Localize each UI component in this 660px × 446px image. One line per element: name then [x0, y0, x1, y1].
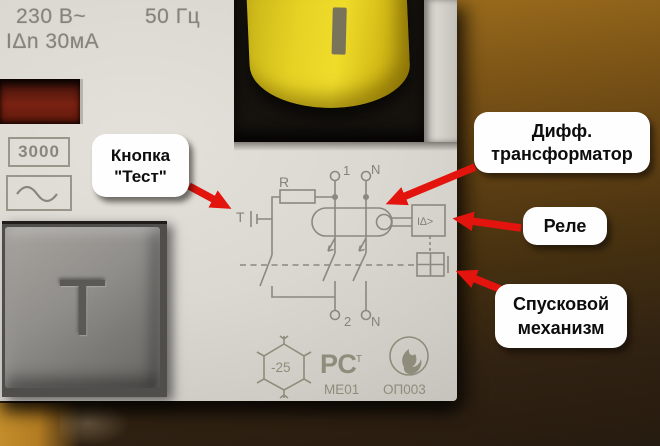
red-arrow-relay [452, 211, 522, 232]
certification-labels: -25 РС т МЕ01 ОП003 [271, 349, 426, 397]
terminal-n-bottom-label: N [371, 314, 380, 329]
sine-wave-icon [6, 175, 72, 211]
terminal-n-top-label: N [371, 162, 380, 177]
circuit-schematic-labels: R T 1 N 2 N I∆> [236, 162, 433, 329]
test-button: T [2, 221, 167, 397]
rst-cert-icon: РС [320, 349, 357, 379]
callout-label: Реле [543, 215, 587, 236]
test-button-cap: T [5, 227, 160, 388]
flame-icon [389, 336, 429, 376]
temperature-rating-label: -25 [271, 360, 291, 375]
callout-label: Дифф. [531, 120, 593, 141]
lever-frame [424, 0, 457, 142]
snowflake-icon [256, 335, 312, 399]
red-arrow-transformer [385, 163, 477, 206]
lever-slot [234, 0, 424, 142]
wood-table-background [60, 400, 130, 446]
rating-frequency: 50 Гц [145, 5, 201, 28]
callout-diff-transformer: Дифф. трансформатор [474, 112, 650, 173]
approval-code-left: МЕ01 [324, 382, 359, 397]
approval-code-right: ОП003 [383, 382, 426, 397]
relay-symbol-label: I∆> [417, 216, 433, 228]
rating-residual-current: IΔn 30мА [6, 30, 100, 53]
rst-cert-icon: т [356, 350, 362, 365]
rcd-device-body: 230 В~ 50 Гц IΔn 30мА 3000 T [0, 0, 457, 401]
callout-arrows [187, 163, 522, 293]
callout-label: Спусковой [512, 294, 610, 314]
callout-label: механизм [517, 318, 605, 338]
test-button-letter: T [58, 262, 107, 352]
certification-marks [256, 335, 429, 399]
callout-label: "Тест" [114, 166, 167, 186]
terminal-2-label: 2 [344, 314, 351, 329]
circuit-schematic [240, 170, 449, 321]
callout-test-button: Кнопка "Тест" [92, 134, 189, 197]
callout-label: Кнопка [110, 145, 171, 165]
wood-table-background [0, 403, 80, 446]
indicator-window [0, 79, 83, 124]
sine-wave-icon [16, 185, 58, 203]
resistor-label: R [279, 174, 289, 190]
callout-label: трансформатор [491, 143, 633, 164]
panel-seam [234, 142, 457, 151]
red-arrow-trigger [455, 269, 502, 293]
terminal-1-label: 1 [343, 163, 350, 178]
breaking-capacity-box: 3000 [8, 137, 70, 167]
rating-voltage: 230 В~ [16, 5, 87, 28]
callout-trigger-mechanism: Спусковой механизм [495, 284, 627, 348]
test-contact-label: T [236, 209, 245, 225]
flame-icon [402, 349, 422, 375]
callout-relay: Реле [523, 207, 607, 245]
red-arrow-test-button [187, 182, 232, 209]
